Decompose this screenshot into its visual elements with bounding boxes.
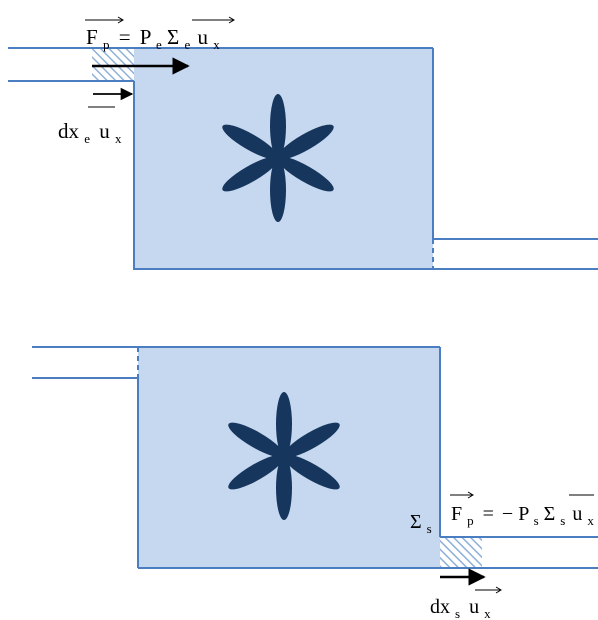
bottom-area-label: Σ s [410, 511, 432, 536]
top-scene: F p = P e Σ e u x dx e u x [8, 16, 598, 270]
top-outline [133, 47, 434, 270]
bottom-inlet-pipe [32, 346, 138, 379]
top-outlet-pipe [433, 238, 598, 270]
top-inlet-pipe [8, 47, 134, 82]
bottom-displacement-label: dx s u x [430, 586, 502, 620]
bottom-outline [137, 346, 598, 569]
top-inlet-hatch [92, 47, 134, 81]
top-force-label: F p = P e Σ e u x [85, 16, 235, 54]
bottom-outlet-hatch [440, 537, 482, 568]
svg-text:F p =: F p = − P s Σ s u x [451, 503, 594, 530]
top-displacement-label: dx e u x [58, 106, 122, 148]
svg-text:dx s u: dx s u x [430, 596, 491, 620]
svg-text:dx e u: dx e u x [58, 119, 122, 148]
bottom-force-label: F p = − P s Σ s u x [450, 491, 594, 530]
bottom-scene: Σ s F p = − P s Σ s u x [32, 346, 598, 620]
svg-text:F p =: F p = P e Σ e u x [86, 25, 220, 54]
